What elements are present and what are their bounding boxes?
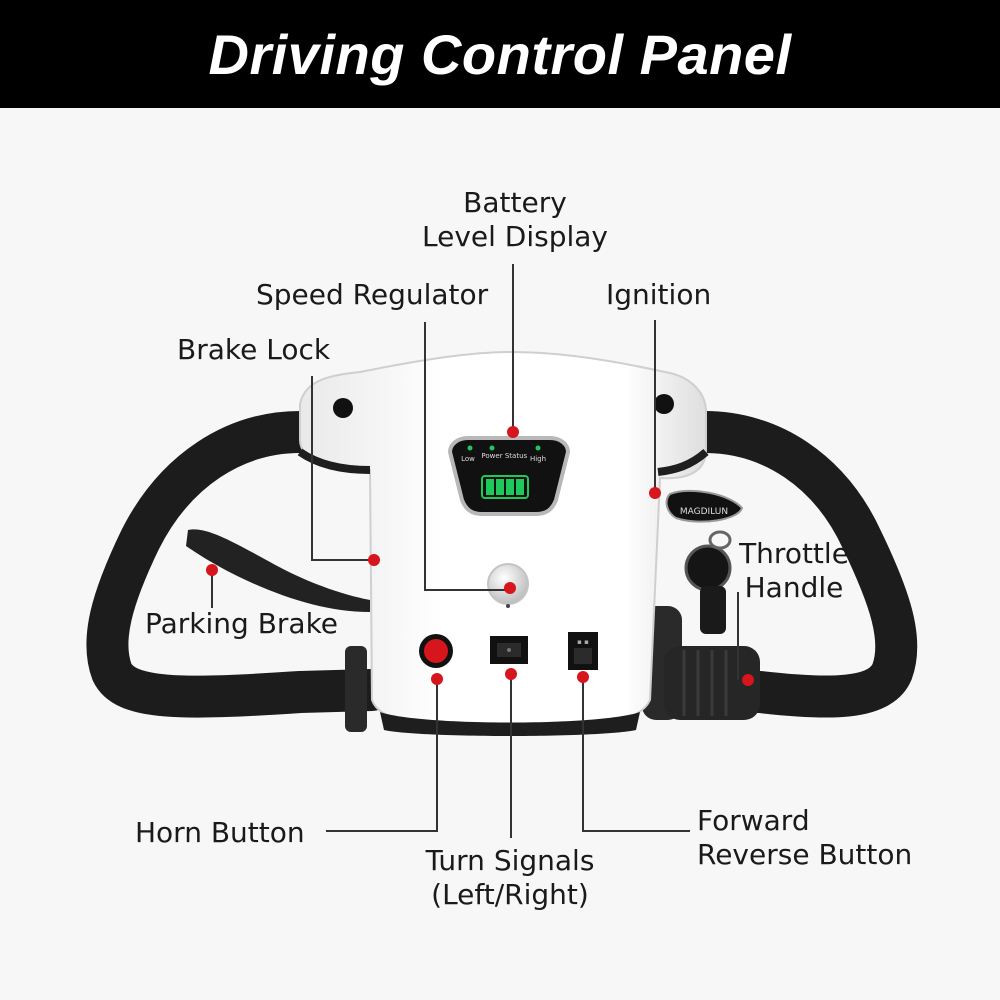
label-parking-brake: Parking Brake — [145, 607, 339, 640]
leader-brake-lock — [311, 376, 374, 561]
svg-text:▪ ▪: ▪ ▪ — [577, 638, 589, 646]
battery-bar — [506, 479, 514, 495]
horn-button-cap — [424, 639, 448, 663]
marker-dot — [649, 487, 661, 499]
label-line: Level Display — [421, 220, 609, 253]
battery-bar — [496, 479, 504, 495]
battery-bar — [486, 479, 494, 495]
forward-reverse-switch: ▪ ▪ — [568, 632, 598, 670]
marker-dot — [577, 671, 589, 683]
leader-fwd-rev — [582, 677, 690, 832]
key-fob-tag: MAGDILUN — [680, 507, 728, 517]
label-line: Forward — [697, 804, 810, 837]
brake-lever — [186, 529, 370, 612]
title-bar: Driving Control Panel — [0, 0, 1000, 108]
brake-lock-knob — [333, 398, 353, 418]
control-panel-illustration: Low Power Status High ▪ ▪ M — [86, 264, 918, 838]
display-legend: High — [530, 455, 546, 463]
label-line: (Left/Right) — [431, 878, 589, 911]
left-handlebar — [86, 411, 393, 718]
label-brake-lock: Brake Lock — [177, 333, 331, 366]
label-line: Turn Signals — [425, 844, 595, 877]
ignition-top-button — [654, 394, 674, 414]
label-ignition: Ignition — [606, 278, 712, 311]
marker-dot — [504, 582, 516, 594]
label-forward-reverse-button: Forward Reverse Button — [697, 804, 912, 872]
battery-bar — [516, 479, 524, 495]
marker-dot — [431, 673, 443, 685]
label-line: Reverse Button — [697, 838, 913, 871]
label-speed-regulator: Speed Regulator — [256, 278, 489, 311]
marker-dot — [505, 668, 517, 680]
marker-dot — [368, 554, 380, 566]
label-battery-level-display: Battery Level Display — [410, 186, 620, 254]
ignition-key: MAGDILUN — [665, 489, 744, 634]
marker-dot — [742, 674, 754, 686]
display-legend: Power — [481, 452, 502, 460]
battery-outline — [481, 475, 529, 499]
diagram: Low Power Status High ▪ ▪ M — [0, 108, 1000, 1000]
marker-dot — [206, 564, 218, 576]
display-legend: Low — [461, 455, 475, 463]
label-turn-signals: Turn Signals (Left/Right) — [410, 844, 610, 912]
indicator-led — [467, 445, 473, 451]
leader-speed — [424, 322, 510, 591]
knob-marker — [506, 604, 510, 608]
label-throttle-handle: Throttle Handle — [738, 537, 850, 605]
indicator-led — [535, 445, 541, 451]
indicator-led — [489, 445, 495, 451]
marker-dot — [507, 426, 519, 438]
left-grip-collar — [345, 646, 367, 732]
label-line: Throttle — [739, 537, 849, 570]
battery-level-display: Low Power Status High — [447, 436, 571, 516]
leader-horn — [326, 679, 438, 832]
leader-lines — [211, 264, 739, 838]
page-title: Driving Control Panel — [208, 22, 792, 86]
right-handlebar — [629, 411, 918, 718]
marker-dots — [206, 426, 754, 686]
label-horn-button: Horn Button — [135, 816, 305, 849]
turn-signal-switch — [490, 636, 528, 664]
label-line: Battery — [463, 186, 567, 219]
display-legend: Status — [505, 452, 528, 460]
label-line: Handle — [744, 571, 844, 604]
